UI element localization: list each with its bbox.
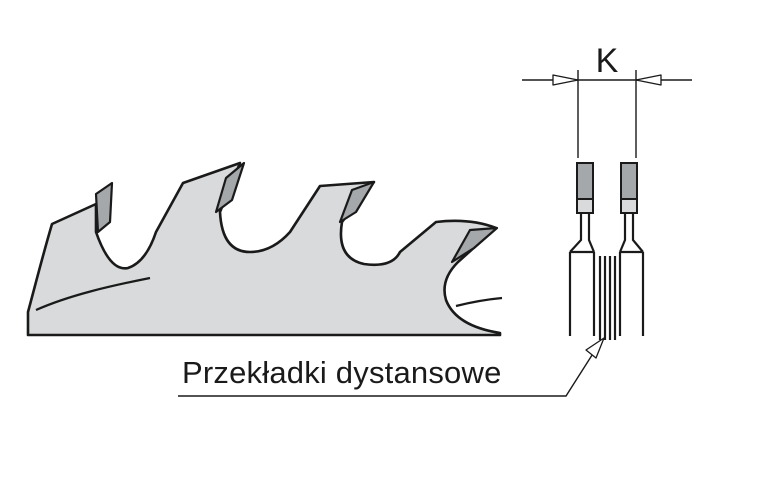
saw-blade-side-view — [26, 161, 503, 337]
blade-gullet-line — [455, 296, 503, 308]
right-cutter-tip — [620, 162, 638, 200]
blade-tooth-tip-1 — [94, 181, 114, 234]
blade-body — [26, 161, 502, 337]
blade-cross-section — [568, 162, 645, 340]
spacer-shims — [598, 256, 617, 340]
callout-leader-line — [178, 351, 595, 397]
blade-tooth-tip-3 — [338, 180, 376, 224]
left-cutter-tip — [576, 162, 594, 200]
right-shank — [618, 213, 644, 253]
k-dimension: K — [522, 42, 692, 158]
left-plate — [568, 250, 596, 336]
dimension-arrow-right — [635, 74, 662, 86]
left-shank — [569, 213, 596, 253]
dimension-label-k: K — [596, 42, 619, 80]
right-cutter-tip-lower — [620, 198, 638, 214]
left-cutter-tip-lower — [576, 198, 594, 214]
spacer-callout: Przekładki dystansowe — [178, 337, 605, 397]
blade-edge-line — [35, 276, 151, 312]
right-plate — [618, 250, 645, 336]
blade-tooth-tip-2 — [214, 161, 246, 214]
spacer-callout-label: Przekładki dystansowe — [182, 355, 502, 390]
dimension-arrow-left — [552, 74, 579, 86]
callout-arrowhead — [585, 337, 605, 359]
blade-tooth-tip-4 — [450, 226, 499, 264]
